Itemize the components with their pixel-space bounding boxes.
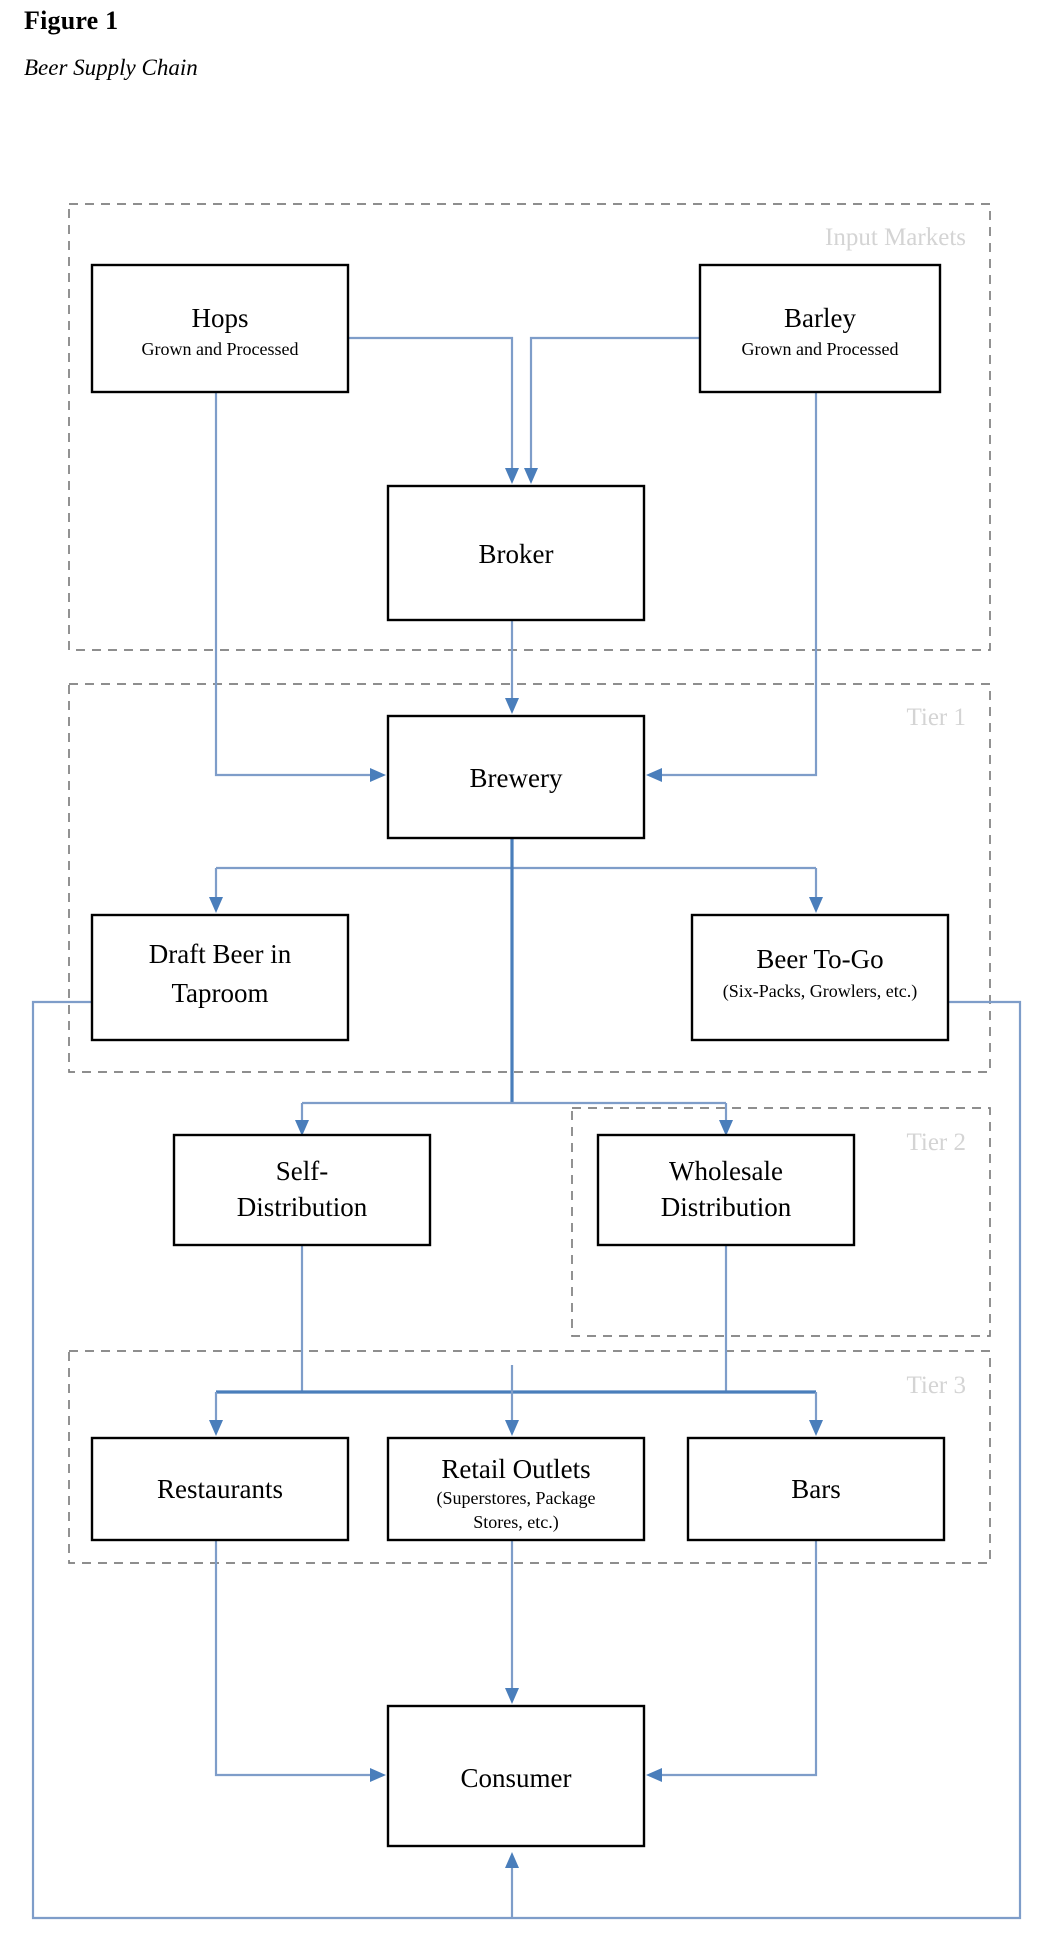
node-consumer-title: Consumer xyxy=(461,1763,572,1793)
node-wholesale-distribution-line2: Distribution xyxy=(661,1192,792,1222)
arrowhead-bars-to-consumer xyxy=(646,1768,662,1782)
edge-barley-to-broker xyxy=(529,336,700,470)
node-broker[interactable] xyxy=(386,484,646,622)
edge-draft-beer-outer-loop xyxy=(31,1000,512,1920)
node-draft-beer-line2: Taproom xyxy=(171,978,268,1008)
edge-barley-to-brewery xyxy=(660,392,818,777)
group-tier-2-label: Tier 2 xyxy=(906,1129,966,1156)
arrowhead-hops-to-brewery xyxy=(370,768,386,782)
arrowhead-restaurants-to-consumer xyxy=(370,1768,386,1782)
node-retail-outlets-title: Retail Outlets xyxy=(441,1454,590,1484)
node-hops[interactable] xyxy=(90,263,350,394)
node-consumer[interactable] xyxy=(386,1704,646,1848)
group-tier-1-label: Tier 1 xyxy=(906,704,966,731)
arrowhead-to-wholesale-distribution xyxy=(719,1120,733,1136)
node-retail-outlets-subtitle-2: Stores, etc.) xyxy=(473,1512,558,1533)
node-beer-to-go-subtitle: (Six-Packs, Growlers, etc.) xyxy=(723,981,917,1002)
figure-label: Figure 1 xyxy=(24,6,119,35)
group-tier-1 xyxy=(68,683,991,1073)
node-beer-to-go[interactable] xyxy=(690,913,950,1042)
node-restaurants-title: Restaurants xyxy=(157,1474,283,1504)
node-self-distribution-line1: Self- xyxy=(276,1156,328,1186)
node-hops-subtitle: Grown and Processed xyxy=(142,339,299,359)
group-tier-2 xyxy=(571,1107,991,1337)
node-draft-beer-title: Draft Beer in xyxy=(149,939,292,969)
node-beer-to-go-title: Beer To-Go xyxy=(756,944,883,974)
arrowhead-barley-to-broker xyxy=(524,468,538,484)
edge-bars-to-consumer xyxy=(660,1540,818,1777)
arrowhead-retail-to-consumer xyxy=(505,1688,519,1704)
arrowhead-to-self-distribution xyxy=(295,1120,309,1136)
node-brewery[interactable] xyxy=(386,714,646,840)
node-brewery-title: Brewery xyxy=(470,763,563,793)
node-wholesale-distribution-line1: Wholesale xyxy=(669,1156,783,1186)
arrowhead-outer-loop-to-consumer xyxy=(505,1852,519,1868)
edge-beer-to-go-outer-loop xyxy=(512,1000,1022,1920)
node-restaurants[interactable] xyxy=(90,1436,350,1542)
group-tier-3 xyxy=(68,1350,991,1564)
edge-hops-to-broker xyxy=(348,336,514,470)
node-self-distribution-line2: Distribution xyxy=(237,1192,368,1222)
arrowhead-barley-to-brewery xyxy=(646,768,662,782)
node-bars[interactable] xyxy=(686,1436,946,1542)
arrowhead-brewery-to-draft-beer xyxy=(209,897,223,913)
node-self-distribution[interactable] xyxy=(172,1133,432,1247)
arrowhead-to-restaurants xyxy=(209,1420,223,1436)
node-retail-outlets-subtitle-1: (Superstores, Package xyxy=(437,1488,596,1509)
arrowhead-broker-to-brewery xyxy=(505,698,519,714)
node-barley-title: Barley xyxy=(784,303,856,333)
node-barley-subtitle: Grown and Processed xyxy=(742,339,899,359)
edge-hops-to-brewery xyxy=(214,392,372,777)
arrowhead-hops-to-broker xyxy=(505,468,519,484)
node-barley[interactable] xyxy=(698,263,942,394)
arrowhead-to-retail xyxy=(505,1420,519,1436)
node-bars-title: Bars xyxy=(791,1474,841,1504)
group-input-markets-label: Input Markets xyxy=(825,224,966,251)
edge-restaurants-to-consumer xyxy=(214,1540,372,1777)
node-wholesale-distribution[interactable] xyxy=(596,1133,856,1247)
arrowhead-to-bars xyxy=(809,1420,823,1436)
node-broker-title: Broker xyxy=(479,539,554,569)
figure-caption: Beer Supply Chain xyxy=(24,55,198,80)
node-draft-beer-in-taproom[interactable] xyxy=(90,913,350,1042)
group-tier-3-label: Tier 3 xyxy=(906,1372,966,1399)
group-input-markets xyxy=(68,203,991,651)
arrowhead-brewery-to-beer-to-go xyxy=(809,897,823,913)
node-retail-outlets[interactable] xyxy=(386,1436,646,1542)
node-hops-title: Hops xyxy=(191,303,248,333)
